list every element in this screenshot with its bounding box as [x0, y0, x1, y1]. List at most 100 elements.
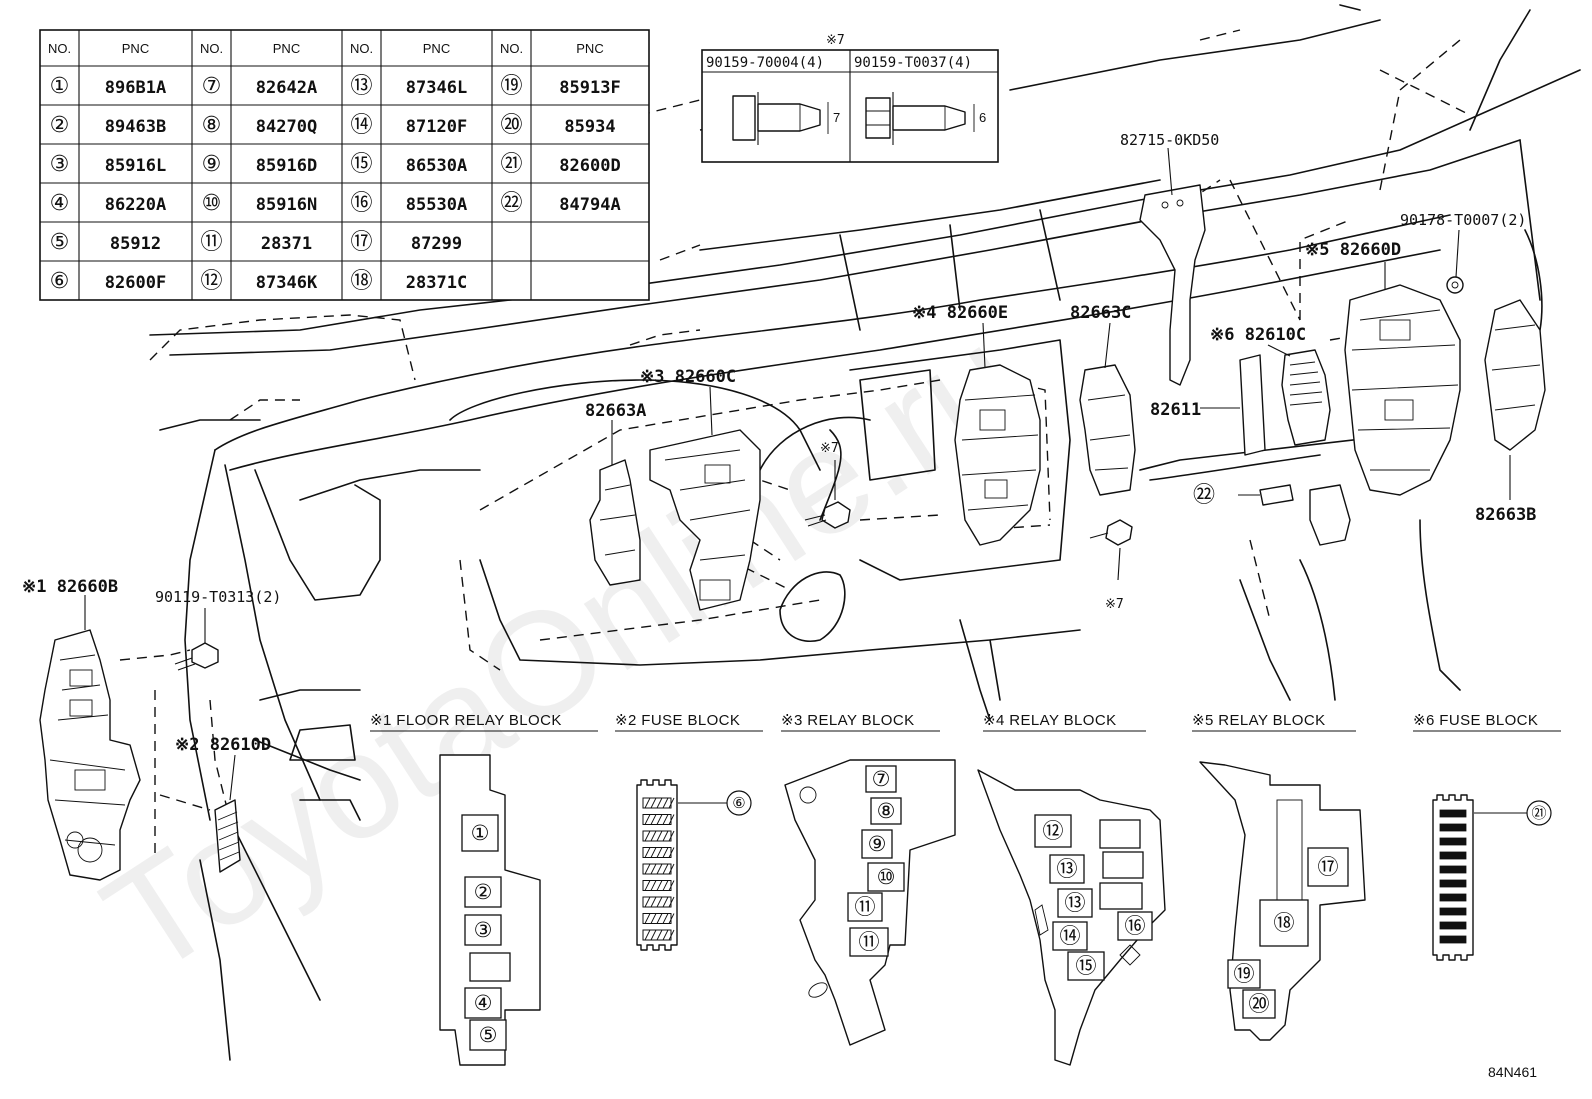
screw-a	[804, 501, 851, 529]
part-82663C	[1079, 364, 1136, 496]
table-cell-no: ⑩	[202, 191, 222, 216]
block2-callout: ⑥	[678, 790, 752, 816]
part-82715	[1139, 184, 1206, 386]
table-header-pnc: PNC	[423, 41, 450, 56]
table-cell-pnc: 86530A	[406, 156, 467, 176]
callout-82610D: ※2 82610D	[175, 735, 271, 755]
block3-slot-11b: ⑪	[849, 927, 889, 957]
block3-slot-8: ⑧	[870, 797, 902, 825]
callout-82660D: ※5 82660D	[1305, 240, 1401, 260]
table-cell-pnc: 28371	[261, 234, 312, 254]
table-cell-no: ㉒	[500, 191, 522, 216]
diagram-id: 84N461	[1488, 1064, 1537, 1080]
table-cell-pnc: 85913F	[559, 78, 620, 98]
table-cell-pnc: 85912	[110, 234, 161, 254]
block5-slot-19-label: ⑲	[1234, 962, 1255, 986]
block6-fuse-1	[1439, 809, 1467, 818]
block2-fuse-7	[642, 896, 675, 908]
block4-slot-16: ⑯	[1117, 911, 1153, 941]
block-label-1: ※1 FLOOR RELAY BLOCK	[370, 712, 562, 729]
block4-slot-16-label: ⑯	[1125, 914, 1146, 938]
bolt-col1: 90159-70004(4)	[706, 55, 824, 71]
screw-b	[1089, 519, 1133, 546]
table-cell-pnc: 87120F	[406, 117, 467, 137]
block6-fuse-3	[1439, 837, 1467, 846]
block6-fuses	[1439, 809, 1467, 944]
block1-slot-4-label: ④	[474, 991, 493, 1015]
block2-fuse-6	[642, 880, 675, 891]
table-header-pnc: PNC	[122, 41, 149, 56]
part-82660C	[649, 429, 761, 611]
table-cell-pnc: 82600D	[559, 156, 620, 176]
block5-slot-20-label: ⑳	[1249, 992, 1270, 1016]
table-cell-no: ②	[50, 113, 70, 138]
table-cell-pnc: 84270Q	[256, 117, 317, 137]
table-cell-pnc: 87346L	[406, 78, 467, 98]
block4-blank-3	[1099, 882, 1143, 910]
table-cell-pnc: 896B1A	[105, 78, 166, 98]
block2-fuse-5	[642, 863, 675, 875]
block4-slot-15: ⑮	[1067, 951, 1105, 981]
table-cell-no: ①	[50, 74, 70, 99]
block5-slot-17-label: ⑰	[1318, 855, 1339, 879]
part-82610D	[214, 799, 241, 873]
table-cell-pnc: 89463B	[105, 117, 166, 137]
block1-slot-2-label: ②	[474, 880, 493, 904]
table-cell-no: ⑫	[200, 269, 222, 294]
table-cell-no: ⑪	[200, 230, 222, 255]
block2-fuse-8	[642, 913, 675, 924]
table-cell-no: ⑧	[202, 113, 222, 138]
table-cell-no: ⑲	[500, 74, 522, 99]
block4-slot-12: ⑫	[1034, 814, 1072, 848]
block5-slot-18-label: ⑱	[1274, 911, 1295, 935]
bolt-icon-1: 7	[732, 92, 840, 145]
block4-blank-2	[1102, 851, 1144, 879]
table-cell-no: ⑤	[50, 230, 70, 255]
block4-slot-13a-label: ⑬	[1057, 857, 1078, 881]
table-cell-no: ⑭	[350, 113, 372, 138]
block1-slot-3-label: ③	[474, 918, 493, 942]
part-82660D	[1344, 284, 1461, 496]
table-cell-pnc: 82642A	[256, 78, 317, 98]
block6-fuse-4	[1439, 851, 1467, 860]
bolt-table-mark: ※7	[826, 33, 845, 48]
block4-slot-13a: ⑬	[1049, 854, 1085, 884]
table-cell-no: ⑮	[350, 152, 372, 177]
callout-82663A: 82663A	[585, 401, 646, 421]
bolt-icon-2: 6	[865, 92, 986, 145]
callout-82663B: 82663B	[1475, 505, 1536, 525]
block4-slot-12-label: ⑫	[1043, 819, 1064, 843]
table-cell-pnc: 86220A	[105, 195, 166, 215]
table-cell-pnc: 87346K	[256, 273, 318, 293]
block4-slot-13b-label: ⑬	[1065, 891, 1086, 915]
block4-slot-14-label: ⑭	[1060, 924, 1081, 948]
bolt-table: ※7 90159-70004(4) 90159-T0037(4) 7 6	[701, 33, 999, 163]
callout-82611: 82611	[1150, 400, 1201, 420]
block1-slot-5: ⑤	[469, 1019, 507, 1051]
table-cell-no: ④	[50, 191, 70, 216]
block-label-3: ※3 RELAY BLOCK	[781, 712, 915, 729]
part-82663B	[1484, 299, 1546, 451]
block4-slot-14: ⑭	[1052, 921, 1088, 951]
part-82611	[1239, 354, 1266, 456]
callout-82610C: ※6 82610C	[1210, 325, 1306, 345]
block6-fuse-7	[1439, 893, 1467, 902]
table-cell-no: ㉑	[500, 152, 522, 177]
block6-outline	[1432, 794, 1474, 961]
table-header-no: NO.	[48, 41, 71, 56]
table-cell-no: ⑬	[350, 74, 372, 99]
block1-slot-2: ②	[464, 876, 502, 908]
block2-fuse-4	[642, 847, 675, 858]
table-cell-no: ⑰	[350, 230, 372, 255]
bolt-col2: 90159-T0037(4)	[854, 55, 972, 71]
table-cell-no: ③	[50, 152, 70, 177]
part-82660B	[39, 629, 141, 881]
part-82663A	[589, 459, 641, 586]
part-82610C	[1281, 349, 1331, 446]
leader-lines	[84, 147, 1511, 801]
table-cell-pnc: 87299	[411, 234, 462, 254]
block6-callout: ㉑	[1474, 800, 1552, 826]
block-labels: ※1 FLOOR RELAY BLOCK ※2 FUSE BLOCK ※3 RE…	[370, 712, 1561, 732]
